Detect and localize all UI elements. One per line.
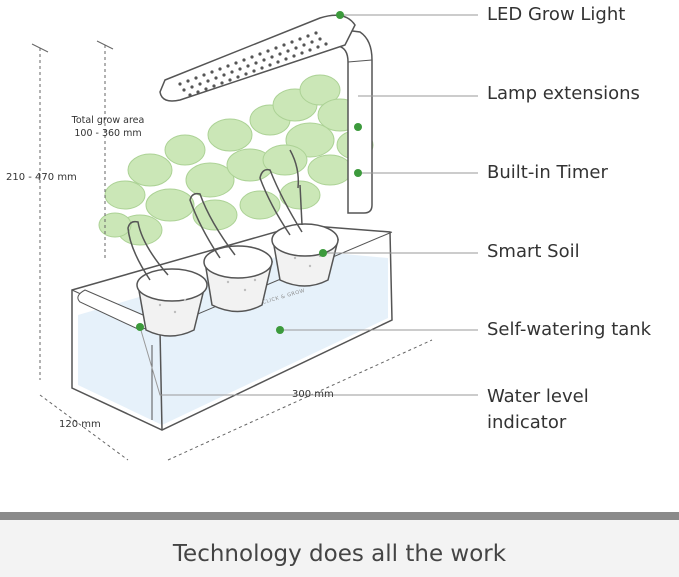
lamp-arm bbox=[328, 29, 373, 214]
marker-lamp bbox=[354, 123, 362, 131]
grow-area-range: 100 - 360 mm bbox=[74, 128, 142, 139]
footer-band bbox=[0, 520, 679, 577]
height-dimension-label: 210 - 470 mm bbox=[6, 172, 77, 183]
smart-garden-diagram bbox=[31, 11, 478, 461]
callout-markers bbox=[136, 11, 362, 334]
depth-dimension-label: 120 mm bbox=[59, 419, 101, 430]
marker-timer bbox=[354, 169, 362, 177]
marker-led bbox=[336, 11, 344, 19]
callout-smart-soil: Smart Soil bbox=[487, 241, 580, 262]
plant-pods bbox=[136, 223, 339, 337]
plant-foliage bbox=[98, 74, 374, 246]
callout-indicator: indicator bbox=[487, 412, 567, 433]
length-dimension-label: 300 mm bbox=[292, 389, 334, 400]
callout-self-watering-tank: Self-watering tank bbox=[487, 319, 652, 340]
grow-area-title: Total grow area bbox=[71, 115, 145, 126]
callout-lamp-extensions: Lamp extensions bbox=[487, 83, 640, 104]
footer-title: Technology does all the work bbox=[172, 541, 507, 567]
marker-tank bbox=[276, 326, 284, 334]
dimension-lines bbox=[31, 40, 433, 461]
callout-built-in-timer: Built-in Timer bbox=[487, 162, 608, 183]
callout-led-grow-light: LED Grow Light bbox=[487, 4, 626, 25]
callout-leaders bbox=[139, 14, 478, 396]
section-divider bbox=[0, 512, 679, 520]
marker-water bbox=[136, 323, 144, 331]
marker-soil bbox=[319, 249, 327, 257]
grow-area-label: Total grow area 100 - 360 mm bbox=[58, 114, 158, 140]
callout-water-level: Water level bbox=[487, 386, 589, 407]
led-light-head bbox=[159, 14, 356, 102]
plant-stems bbox=[127, 149, 303, 281]
